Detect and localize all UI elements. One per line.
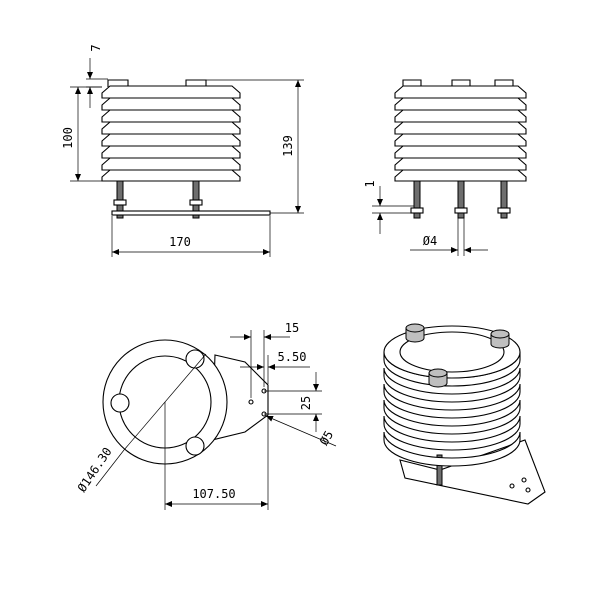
dim-rod-diameter: Ø4 — [423, 234, 437, 248]
dim-width: 170 — [169, 235, 191, 249]
dim-offset: 1 — [363, 180, 377, 187]
dim-hole-offset: 5.50 — [278, 350, 307, 364]
dim-hole-diameter: Ø5 — [317, 428, 336, 448]
dim-center-distance: 107.50 — [192, 487, 235, 501]
mounting-rod — [457, 180, 465, 219]
louvre-stack — [101, 85, 241, 182]
cap — [405, 323, 425, 343]
base-plate — [111, 210, 271, 216]
dim-total-height: 139 — [281, 135, 295, 157]
mount-post — [185, 436, 205, 456]
plan-view: 15 5.50 25 Ø5 Ø146.30 107.50 — [75, 321, 336, 510]
mounting-bracket — [399, 439, 546, 505]
cap — [428, 368, 448, 388]
side-view: 1 Ø4 — [363, 79, 527, 256]
isometric-view — [383, 323, 546, 505]
dim-top-gap: 7 — [89, 44, 103, 51]
cap — [490, 329, 510, 349]
dim-stack-height: 100 — [61, 127, 75, 149]
dim-vertical: 25 — [299, 396, 313, 410]
mount-post — [110, 393, 130, 413]
louvre-stack — [394, 85, 527, 182]
mount-post — [185, 349, 205, 369]
front-view: 7 100 139 170 — [61, 44, 304, 257]
louvre-stack — [383, 325, 521, 467]
mounting-rod — [413, 180, 421, 219]
mounting-rod — [500, 180, 508, 219]
dim-hole-spacing: 15 — [285, 321, 299, 335]
